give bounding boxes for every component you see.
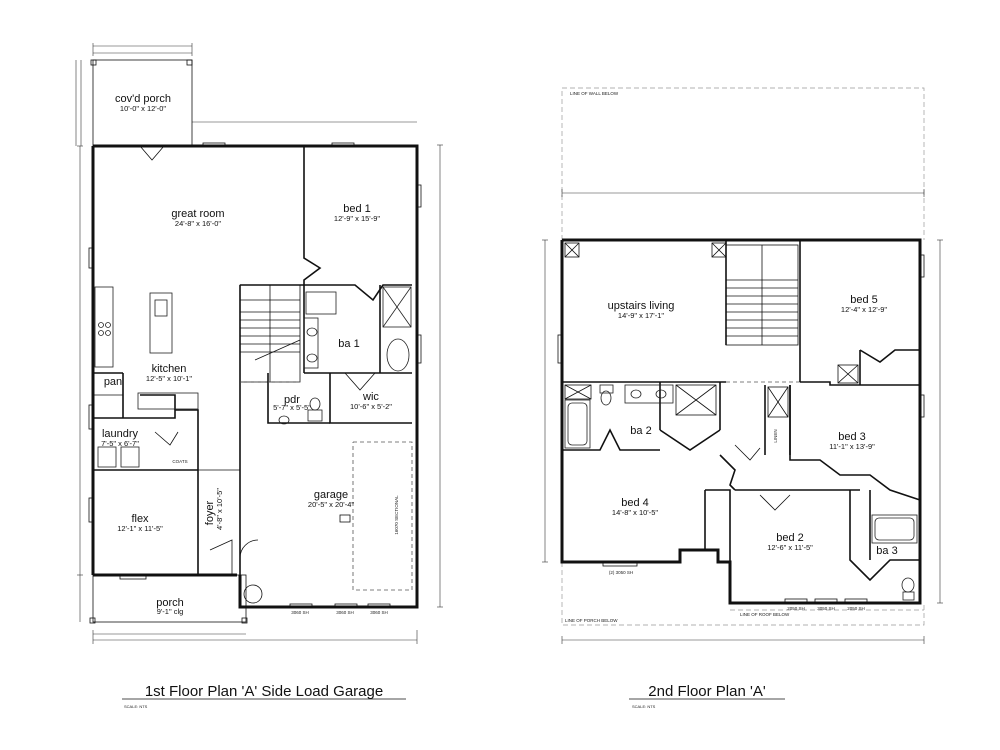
floor2-exterior-walls: [557, 238, 925, 605]
room-size-flex: 12'-1" x 11'-5": [117, 524, 163, 533]
room-name-flex: flex: [131, 513, 149, 525]
room-name-covd-porch: cov'd porch: [115, 93, 171, 105]
ba1-fixtures: [278, 286, 412, 425]
room-size-kitchen: 12'-5" x 10'-1": [146, 374, 192, 383]
room-name-bed-4: bed 4: [621, 497, 649, 509]
room-name-porch: porch: [156, 597, 184, 609]
room-name-great-room: great room: [171, 208, 224, 220]
garage-details: [243, 441, 413, 604]
room-name-garage: garage: [314, 489, 348, 501]
kitchen-fixtures: [94, 286, 199, 468]
label-window-a: 3060 SH: [291, 610, 309, 615]
label-linen: LINEN: [773, 429, 778, 442]
label-window-2a: 2050 SH: [787, 606, 805, 611]
label-line-of-roof-below: LINE OF ROOF BELOW: [740, 612, 790, 617]
room-size-bed-2: 12'-6" x 11'-5": [767, 543, 813, 552]
dimension-lines-floor1: [75, 43, 443, 644]
room-size-upstairs-living: 14'-9" x 17'-1": [618, 311, 664, 320]
floor2-title: 2nd Floor Plan 'A': [648, 683, 766, 700]
room-name-upstairs-living: upstairs living: [608, 300, 675, 312]
floor2-room-labels: upstairs living 14'-9" x 17'-1" bed 5 12…: [608, 294, 898, 611]
room-size-bed-1: 12'-9" x 15'-9": [334, 214, 380, 223]
room-size-bed-3: 11'-1" x 13'-9": [829, 442, 875, 451]
room-size-bed-4: 14'-8" x 10'-5": [612, 508, 658, 517]
room-size-great-room: 24'-8" x 16'-0": [175, 219, 221, 228]
room-name-ba-3: ba 3: [876, 545, 897, 557]
room-size-wic: 10'-6" x 5'-2": [350, 402, 392, 411]
floor1-scale: SCALE: NTS: [124, 704, 148, 709]
label-line-of-wall-below: LINE OF WALL BELOW: [570, 91, 619, 96]
label-garage-door: 16070 SECTIONAL: [394, 495, 399, 535]
room-name-pdr: pdr: [284, 394, 300, 406]
room-name-bed-2: bed 2: [776, 532, 804, 544]
floor1-exterior-walls: [88, 142, 422, 609]
room-size-garage: 20'-5" x 20'-4": [308, 500, 354, 509]
line-of-porch-roof-below: LINE OF PORCH BELOW LINE OF ROOF BELOW: [561, 562, 925, 626]
room-name-foyer: foyer: [204, 500, 216, 525]
floor1-stairs: [239, 284, 301, 383]
room-size-foyer: 4'-8" x 10'-5": [215, 488, 224, 530]
room-size-covd-porch: 10'-0" x 12'-0": [120, 104, 166, 113]
room-name-bed-5: bed 5: [850, 294, 878, 306]
label-window-2b: 3050 SH: [817, 606, 835, 611]
room-name-bed-3: bed 3: [838, 431, 866, 443]
label-window-b: 3060 SH: [336, 610, 354, 615]
label-window-c: 3060 SH: [370, 610, 388, 615]
front-porch: [89, 574, 248, 624]
floor2-interior-walls: [562, 240, 921, 582]
floor1-room-labels: cov'd porch 10'-0" x 12'-0" great room 2…: [101, 93, 399, 616]
room-size-pdr: 5'-7" x 5'-5": [273, 403, 311, 412]
room-size-bed-5: 12'-4" x 12'-9": [841, 305, 887, 314]
room-name-pan: pan: [104, 376, 122, 388]
floor1-title: 1st Floor Plan 'A' Side Load Garage: [145, 683, 383, 700]
room-name-bed-1: bed 1: [343, 203, 371, 215]
floor2-fixtures: [564, 242, 918, 601]
floor2-stairs: [711, 242, 799, 346]
room-size-laundry: 7'-5" x 6'-7": [101, 439, 139, 448]
second-floor-plan: LINE OF WALL BELOW LINE OF PORCH BELOW L…: [542, 87, 943, 709]
label-line-of-porch-below: LINE OF PORCH BELOW: [565, 618, 618, 623]
floor2-scale: SCALE: NTS: [632, 704, 656, 709]
line-of-wall-below: LINE OF WALL BELOW: [561, 87, 925, 240]
room-name-ba-2: ba 2: [630, 425, 651, 437]
room-size-porch: 9'-1" clg: [157, 607, 184, 616]
room-name-ba-1: ba 1: [338, 338, 359, 350]
room-name-kitchen: kitchen: [152, 363, 187, 375]
room-name-wic: wic: [362, 391, 379, 403]
label-window-bed4: (2) 3050 SH: [609, 570, 633, 575]
room-name-laundry: laundry: [102, 428, 139, 440]
dimension-lines-floor2: [542, 189, 943, 644]
label-window-2c: 2050 SH: [847, 606, 865, 611]
first-floor-plan: cov'd porch 10'-0" x 12'-0" great room 2…: [75, 43, 443, 709]
label-coats: COATS: [172, 459, 187, 464]
